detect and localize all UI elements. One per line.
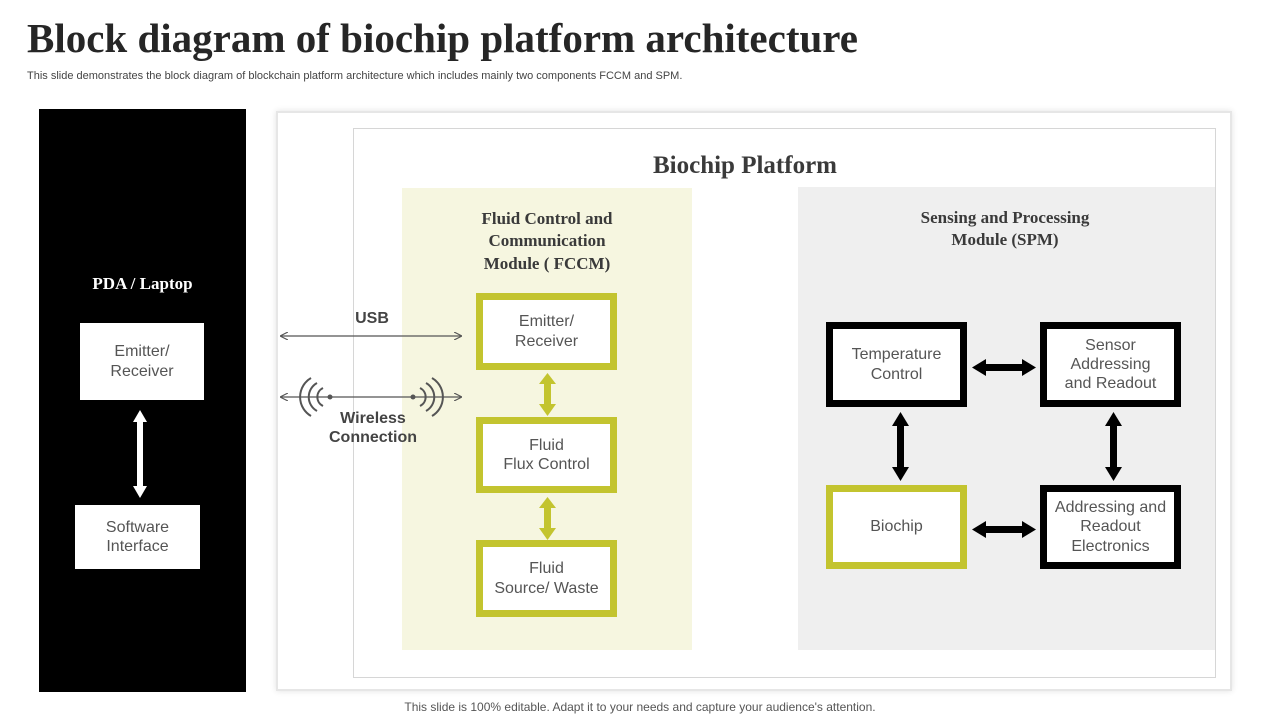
page-subtitle: This slide demonstrates the block diagra… — [27, 70, 683, 82]
pda-software-label: Software Interface — [105, 518, 170, 555]
temperature-control-label: Temperature Control — [851, 346, 942, 383]
fluid-flux-control-block: Fluid Flux Control — [476, 417, 617, 493]
fluid-source-label: Fluid Source/ Waste — [494, 560, 599, 597]
fccm-title: Fluid Control and Communication Module (… — [481, 209, 613, 273]
pda-title: PDA / Laptop — [92, 274, 193, 293]
fluid-source-waste-block: Fluid Source/ Waste — [476, 540, 617, 617]
wireless-label: Wireless Connection — [329, 410, 417, 447]
page-title: Block diagram of biochip platform archit… — [27, 15, 858, 61]
fluid-flux-label: Fluid Flux Control — [503, 436, 590, 473]
spm-panel — [798, 187, 1215, 650]
usb-label: USB — [355, 310, 389, 327]
fccm-emitter-receiver-block: Emitter/ Receiver — [476, 293, 617, 370]
addressing-electronics-label: Addressing and Readout Electronics — [1054, 499, 1167, 555]
addressing-electronics-block: Addressing and Readout Electronics — [1040, 485, 1181, 569]
pda-software-interface-block: Software Interface — [75, 505, 200, 569]
platform-inner-frame — [353, 128, 1216, 678]
biochip-label: Biochip — [870, 518, 923, 536]
biochip-block: Biochip — [826, 485, 967, 569]
pda-emitter-label: Emitter/ Receiver — [110, 343, 174, 380]
footer-note: This slide is 100% editable. Adapt it to… — [404, 700, 876, 714]
platform-title: Biochip Platform — [652, 152, 837, 179]
temperature-control-block: Temperature Control — [826, 322, 967, 407]
fccm-emitter-label: Emitter/ Receiver — [514, 313, 579, 350]
pda-panel — [39, 109, 246, 692]
sensor-addressing-label: Sensor Addressing and Readout — [1064, 336, 1157, 393]
pda-emitter-receiver-block: Emitter/ Receiver — [80, 323, 204, 400]
spm-title: Sensing and Processing Module (SPM) — [920, 208, 1090, 250]
sensor-addressing-block: Sensor Addressing and Readout — [1040, 322, 1181, 407]
